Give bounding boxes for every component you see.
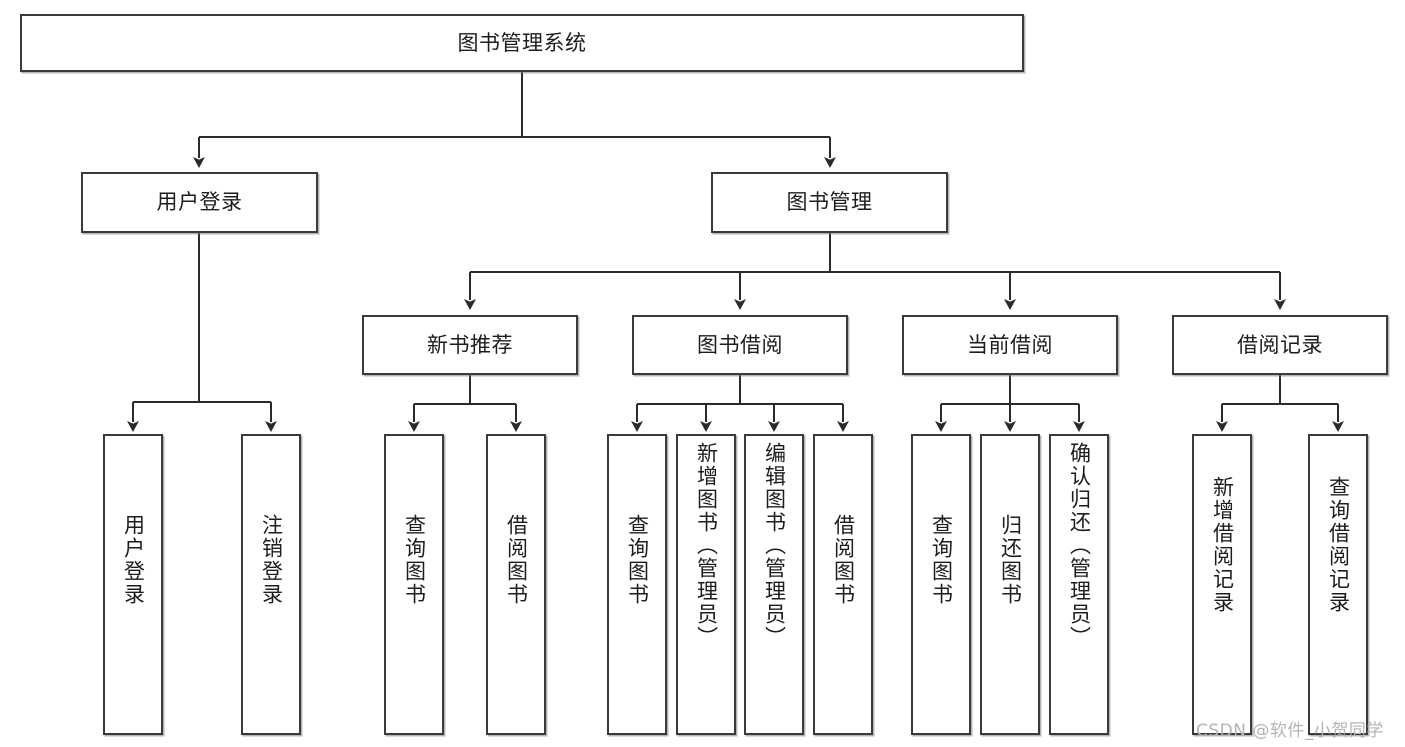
node-leaf-logout-login-label: 注销登录 — [259, 514, 284, 606]
node-leaf-return-book[interactable]: 归还图书 — [980, 434, 1040, 735]
node-leaf-edit-book-label: 编辑图书（管理员） — [762, 442, 787, 649]
node-book-borrow[interactable]: 图书借阅 — [632, 315, 848, 375]
node-leaf-query-book-1[interactable]: 查询图书 — [384, 434, 444, 735]
node-leaf-borrow-book-2-label: 借阅图书 — [831, 514, 856, 606]
node-leaf-query-book-1-label: 查询图书 — [402, 514, 427, 606]
node-leaf-add-book-label: 新增图书（管理员） — [694, 442, 719, 649]
node-leaf-query-record-label: 查询借阅记录 — [1326, 476, 1351, 614]
node-book-manage[interactable]: 图书管理 — [711, 172, 948, 233]
node-leaf-add-record[interactable]: 新增借阅记录 — [1192, 434, 1252, 735]
node-leaf-query-book-3[interactable]: 查询图书 — [911, 434, 971, 735]
node-user-login-label: 用户登录 — [156, 190, 243, 215]
node-root-label: 图书管理系统 — [457, 30, 587, 55]
node-leaf-user-login-label: 用户登录 — [121, 514, 146, 606]
node-leaf-add-book[interactable]: 新增图书（管理员） — [676, 434, 736, 735]
node-leaf-edit-book[interactable]: 编辑图书（管理员） — [744, 434, 804, 735]
node-user-login[interactable]: 用户登录 — [81, 172, 318, 233]
node-new-book-rec[interactable]: 新书推荐 — [362, 315, 578, 375]
node-current-borrow-label: 当前借阅 — [967, 332, 1053, 357]
node-leaf-borrow-book-1[interactable]: 借阅图书 — [486, 434, 546, 735]
node-borrow-record-label: 借阅记录 — [1237, 332, 1323, 357]
node-leaf-user-login[interactable]: 用户登录 — [103, 434, 163, 735]
node-current-borrow[interactable]: 当前借阅 — [902, 315, 1118, 375]
node-leaf-query-record[interactable]: 查询借阅记录 — [1308, 434, 1368, 735]
node-leaf-borrow-book-1-label: 借阅图书 — [504, 514, 529, 606]
node-book-borrow-label: 图书借阅 — [697, 332, 783, 357]
node-leaf-query-book-2[interactable]: 查询图书 — [607, 434, 667, 735]
node-leaf-query-book-2-label: 查询图书 — [625, 514, 650, 606]
node-leaf-add-record-label: 新增借阅记录 — [1210, 476, 1235, 614]
node-book-manage-label: 图书管理 — [786, 190, 873, 215]
node-leaf-borrow-book-2[interactable]: 借阅图书 — [813, 434, 873, 735]
node-leaf-logout-login[interactable]: 注销登录 — [241, 434, 301, 735]
node-leaf-query-book-3-label: 查询图书 — [929, 514, 954, 606]
node-new-book-rec-label: 新书推荐 — [427, 332, 513, 357]
node-root[interactable]: 图书管理系统 — [20, 14, 1024, 72]
node-leaf-return-book-label: 归还图书 — [998, 514, 1023, 606]
node-leaf-confirm-return[interactable]: 确认归还（管理员） — [1049, 434, 1109, 735]
csdn-watermark: CSDN @软件_小贺同学 — [1196, 721, 1384, 741]
node-leaf-confirm-return-label: 确认归还（管理员） — [1067, 442, 1092, 649]
node-borrow-record[interactable]: 借阅记录 — [1172, 315, 1388, 375]
